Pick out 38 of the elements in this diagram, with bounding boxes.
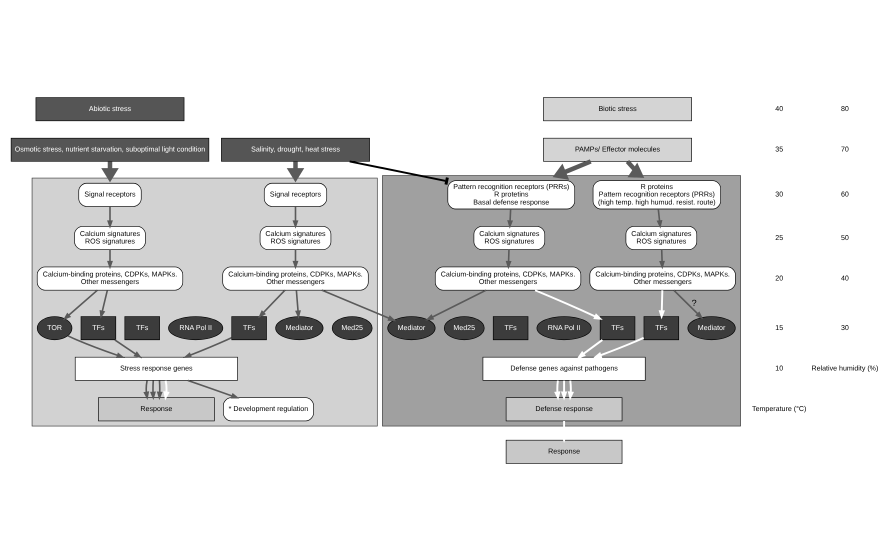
arrow <box>188 379 240 398</box>
arrow <box>659 249 665 269</box>
arrow <box>286 160 304 182</box>
arrow <box>292 249 298 269</box>
arrow <box>150 380 156 400</box>
arrow <box>143 380 150 400</box>
arrow <box>101 160 119 182</box>
arrow <box>534 288 603 320</box>
arrow <box>156 380 163 400</box>
arrow <box>592 336 644 358</box>
connector <box>349 160 449 184</box>
arrow <box>626 159 644 178</box>
arrow <box>295 290 301 318</box>
arrow <box>656 208 662 228</box>
arrow <box>183 336 232 358</box>
arrow <box>163 380 170 400</box>
arrow <box>425 288 486 320</box>
arrow <box>107 206 113 228</box>
arrow <box>100 289 108 318</box>
arrow <box>560 420 568 443</box>
arrow <box>576 338 603 358</box>
arrow <box>506 249 512 269</box>
edge-label: ? <box>692 297 697 308</box>
arrow <box>107 249 113 269</box>
arrow <box>68 334 125 358</box>
arrow <box>114 338 142 358</box>
arrow <box>554 380 560 400</box>
arrow <box>322 288 396 321</box>
arrow <box>560 380 568 400</box>
arrow <box>568 380 574 400</box>
cluster <box>32 177 378 426</box>
arrow <box>507 208 514 228</box>
arrow <box>673 289 704 319</box>
arrow <box>552 158 592 180</box>
arrow <box>258 289 286 318</box>
arrow <box>658 290 665 319</box>
arrow <box>62 289 98 320</box>
arrow <box>292 206 298 228</box>
